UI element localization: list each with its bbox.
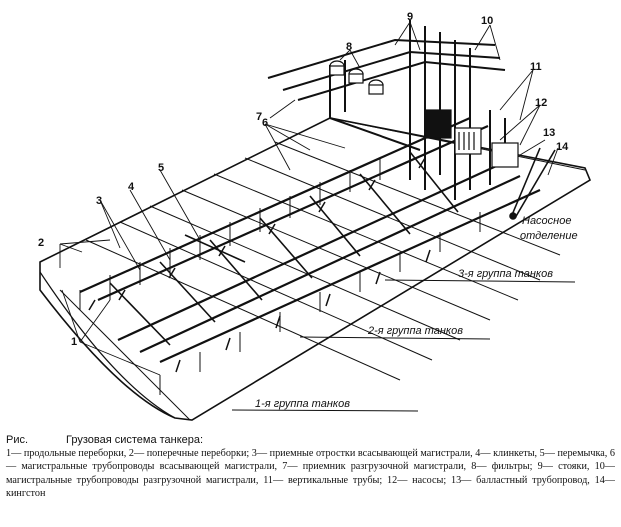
label-9: 9 bbox=[407, 11, 413, 23]
label-8: 8 bbox=[346, 41, 352, 53]
label-2: 2 bbox=[38, 237, 44, 249]
filters bbox=[329, 60, 384, 95]
pump-room-label-line1: Насосное bbox=[522, 215, 571, 227]
tank-bulkheads bbox=[59, 141, 561, 421]
group-3-label: 3-я группа танков bbox=[458, 268, 553, 280]
suction-branches bbox=[88, 157, 431, 373]
discharge-lines bbox=[267, 20, 506, 200]
label-11: 11 bbox=[530, 61, 542, 73]
suction-main-pipelines bbox=[79, 116, 541, 364]
label-7: 7 bbox=[256, 111, 262, 123]
label-5: 5 bbox=[158, 162, 164, 174]
callout-leaders bbox=[59, 21, 559, 376]
group-2-label: 2-я группа танков bbox=[367, 325, 463, 337]
label-12: 12 bbox=[535, 97, 547, 109]
pump-room-label-line2: отделение bbox=[520, 230, 578, 242]
label-6: 6 bbox=[262, 117, 268, 129]
label-14: 14 bbox=[556, 141, 569, 153]
caption-heading: Рис. Грузовая система танкера: bbox=[6, 433, 615, 447]
group-1-label: 1-я группа танков bbox=[255, 398, 350, 410]
cross-pipes bbox=[109, 151, 459, 346]
tanker-cargo-system-diagram: 1 2 3 4 5 6 7 8 9 10 11 12 13 14 Насосно… bbox=[38, 11, 592, 421]
ballast-pipe bbox=[509, 147, 556, 220]
figure-caption: Рис. Грузовая система танкера: 1— продоль… bbox=[6, 433, 615, 500]
label-10: 10 bbox=[481, 15, 493, 27]
caption-title: Грузовая система танкера: bbox=[66, 434, 204, 446]
label-13: 13 bbox=[543, 127, 555, 139]
group-baselines bbox=[231, 279, 576, 412]
label-3: 3 bbox=[96, 195, 102, 207]
label-4: 4 bbox=[128, 181, 135, 193]
caption-prefix: Рис. bbox=[6, 434, 29, 446]
label-1: 1 bbox=[71, 336, 77, 348]
pumps bbox=[424, 109, 519, 168]
caption-legend: 1— продольные переборки, 2— поперечные п… bbox=[6, 448, 615, 499]
